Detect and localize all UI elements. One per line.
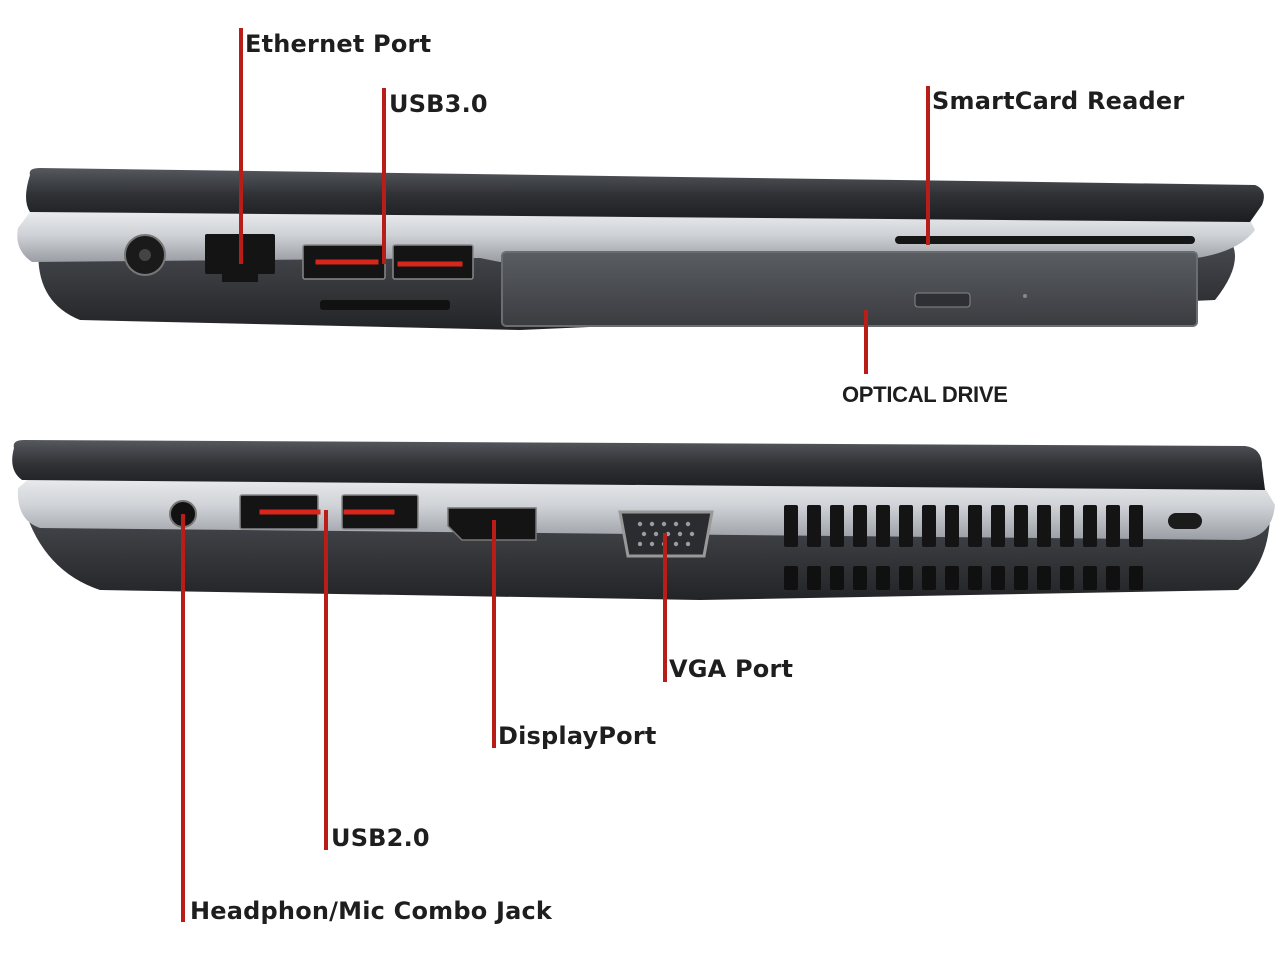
- vent-slot: [945, 566, 959, 590]
- vent-slot: [1037, 566, 1051, 590]
- laptop-lid: [26, 168, 1264, 222]
- cooling-vents: [784, 505, 1143, 590]
- smartcard-reader-label: SmartCard Reader: [932, 87, 1185, 115]
- sd-card-slot-icon: [320, 300, 450, 310]
- vent-slot: [807, 566, 821, 590]
- vent-slot: [968, 566, 982, 590]
- vent-slot: [991, 566, 1005, 590]
- vent-slot: [1083, 566, 1097, 590]
- vga-port-label: VGA Port: [669, 655, 794, 683]
- vent-slot: [784, 566, 798, 590]
- vent-slot: [968, 505, 982, 547]
- vent-slot: [1014, 566, 1028, 590]
- vent-slot: [1129, 566, 1143, 590]
- vent-slot: [899, 566, 913, 590]
- vent-slot: [991, 505, 1005, 547]
- vent-slot: [922, 566, 936, 590]
- optical-drive-led: [1023, 294, 1027, 298]
- vent-slot: [1083, 505, 1097, 547]
- vent-slot: [1106, 505, 1120, 547]
- displayport-label: DisplayPort: [498, 722, 657, 750]
- vent-slot: [899, 505, 913, 547]
- security-lock-slot-icon: [1168, 513, 1202, 529]
- usb3-label: USB3.0: [389, 90, 488, 118]
- ethernet-port-label: Ethernet Port: [245, 30, 432, 58]
- vent-slot: [1060, 566, 1074, 590]
- vent-slot: [853, 505, 867, 547]
- vent-slot: [1014, 505, 1028, 547]
- vent-slot: [1037, 505, 1051, 547]
- vent-slot: [1106, 566, 1120, 590]
- right-side-laptop: [12, 440, 1275, 600]
- vent-slot: [945, 505, 959, 547]
- laptop-lid: [12, 440, 1266, 490]
- vga-pins: [637, 521, 695, 547]
- optical-drive-tray: [501, 251, 1198, 327]
- vent-slot: [1060, 505, 1074, 547]
- power-jack-pin: [139, 249, 151, 261]
- vent-slot: [1129, 505, 1143, 547]
- headphone-jack-label: Headphon/Mic Combo Jack: [190, 897, 553, 925]
- laptop-silver-band: [17, 478, 1275, 540]
- ethernet-port-latch: [222, 274, 258, 282]
- vent-slot: [830, 505, 844, 547]
- smartcard-slot-icon: [895, 236, 1195, 244]
- usb2-label: USB2.0: [331, 824, 430, 852]
- vent-slot: [830, 566, 844, 590]
- vent-slot: [807, 505, 821, 547]
- vent-slot: [784, 505, 798, 547]
- left-side-laptop: [17, 168, 1264, 330]
- vent-slot: [922, 505, 936, 547]
- vent-slot: [876, 505, 890, 547]
- optical-drive-label: OPTICAL DRIVE: [842, 382, 1008, 407]
- vent-slot: [876, 566, 890, 590]
- vent-slot: [853, 566, 867, 590]
- optical-drive-eject-button: [914, 292, 971, 308]
